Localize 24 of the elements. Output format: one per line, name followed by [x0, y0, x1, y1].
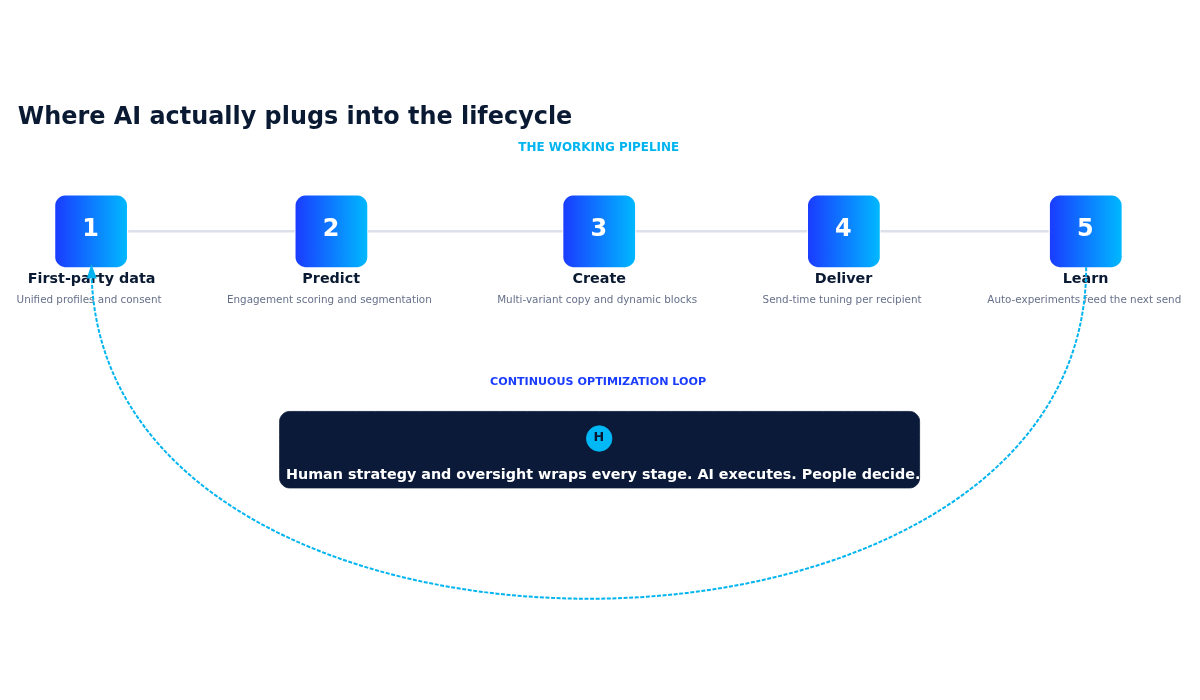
node-label: Multi-variant copy and dynamic blocks — [497, 292, 698, 305]
connector — [128, 229, 295, 232]
node-box: 1 — [55, 194, 127, 267]
node-box: 4 — [808, 194, 880, 267]
node-label: Send-time tuning per recipient — [762, 292, 922, 305]
node-label: Learn — [1062, 269, 1109, 286]
connector — [368, 229, 563, 232]
connector — [880, 229, 1049, 232]
label: CONTINUOUS OPTIMIZATION LOOP — [490, 374, 707, 388]
diagram-title: Where AI actually plugs into the lifecycle — [17, 101, 573, 130]
node-box: 3 — [563, 194, 636, 267]
node-label: Engagement scoring and segmentation — [227, 292, 432, 305]
label: THE WORKING PIPELINE — [518, 139, 680, 154]
node-box: 5 — [1049, 194, 1122, 267]
node-label: Auto-experiments feed the next send — [987, 292, 1182, 305]
node-label: Predict — [302, 269, 361, 286]
node-label: Unified profiles and consent — [16, 292, 162, 305]
node-circle: H — [586, 424, 613, 452]
node-label: First-party data — [27, 269, 156, 286]
connector — [635, 229, 808, 232]
arrow — [86, 263, 1088, 600]
node-label: Deliver — [814, 269, 873, 286]
node-label: Create — [572, 269, 627, 286]
node-box: 2 — [295, 194, 368, 267]
